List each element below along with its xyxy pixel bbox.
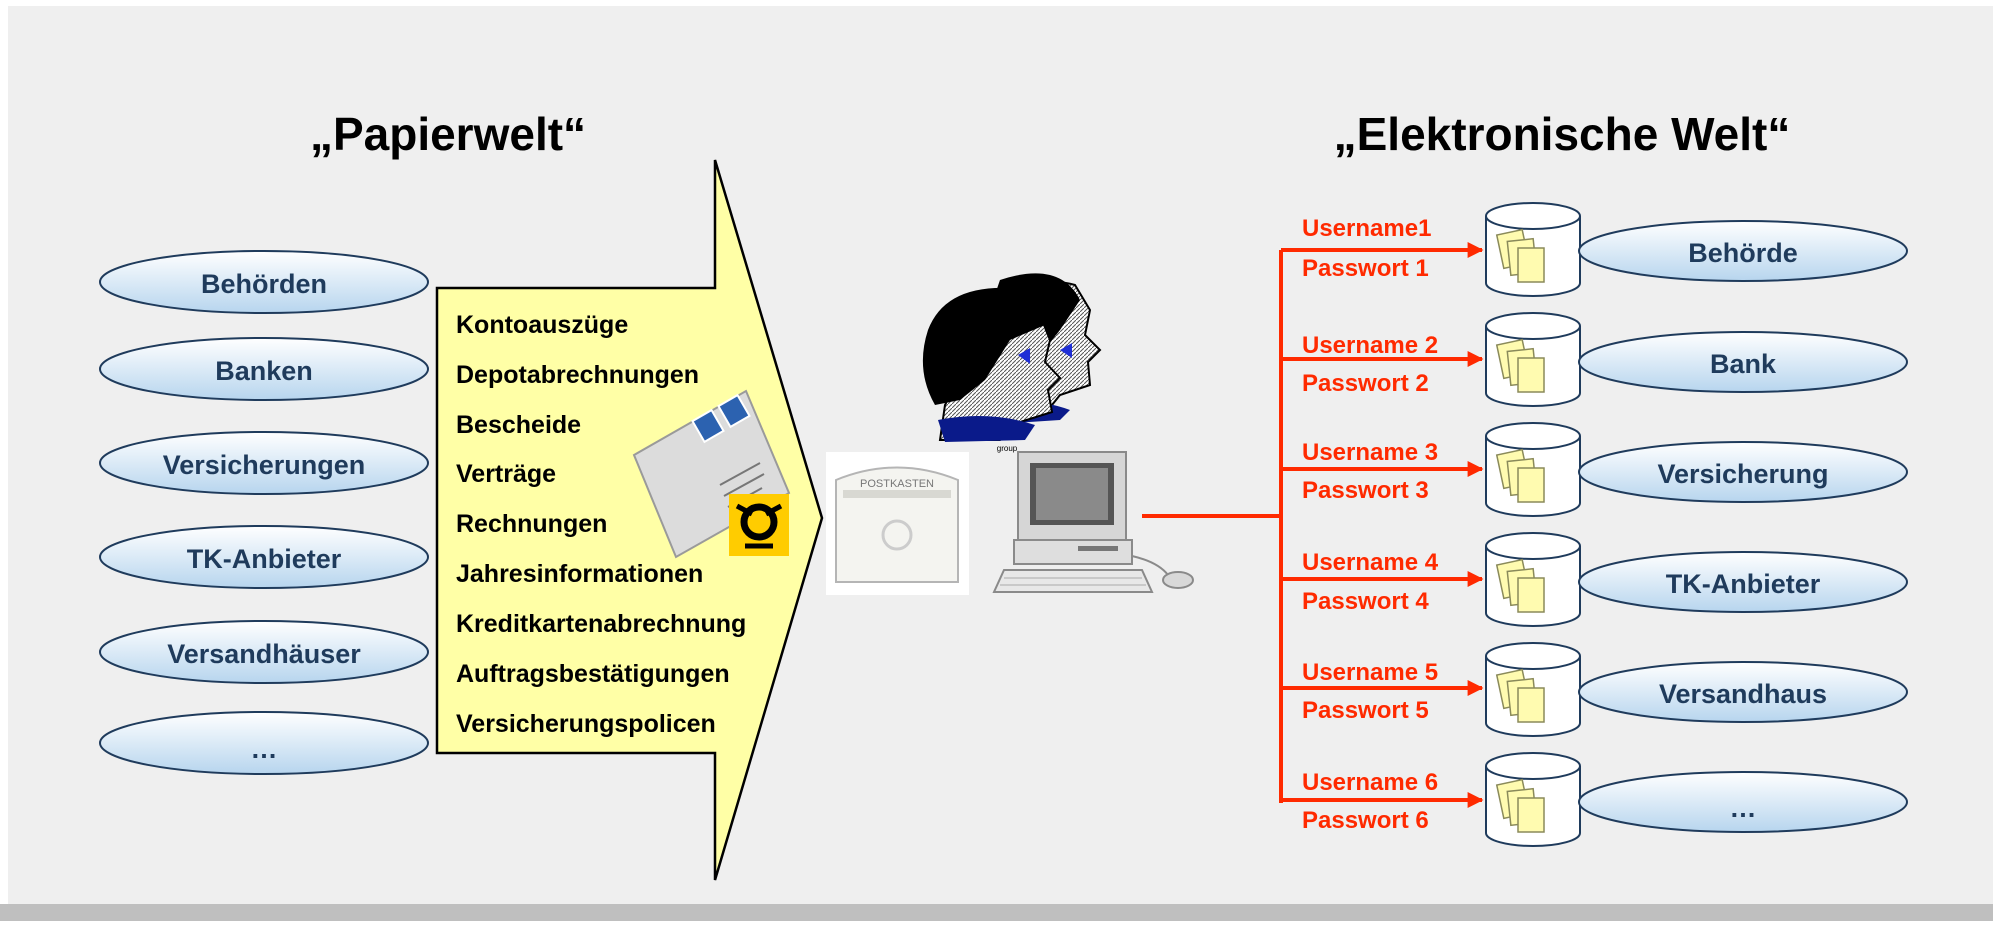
document-item: Depotabrechnungen — [456, 361, 699, 389]
document-list: Kontoauszüge Depotabrechnungen Bescheide… — [456, 311, 746, 738]
post-horn-logo — [729, 494, 789, 556]
account-row: Username 2 Passwort 2 Bank — [1302, 312, 1908, 407]
account-connectors — [1142, 242, 1484, 808]
username-label: Username 4 — [1302, 549, 1439, 576]
database-icon — [1485, 422, 1581, 517]
account-row: Username 5 Passwort 5 Versandhaus — [1302, 642, 1908, 737]
database-icon — [1485, 312, 1581, 407]
document-item: Auftragsbestätigungen — [456, 660, 730, 688]
mailbox-label: POSTKASTEN — [860, 478, 934, 490]
institution-label: Behörde — [1688, 238, 1798, 268]
password-label: Passwort 4 — [1302, 588, 1429, 615]
sender-label: Behörden — [201, 269, 327, 299]
password-label: Passwort 1 — [1302, 255, 1429, 282]
document-item: Bescheide — [456, 411, 581, 439]
username-label: Username1 — [1302, 215, 1431, 242]
username-label: Username 2 — [1302, 332, 1438, 359]
account-row: Username 4 Passwort 4 TK-Anbieter — [1302, 532, 1908, 627]
password-label: Passwort 3 — [1302, 477, 1429, 504]
institution-ellipse: Versicherung — [1578, 441, 1908, 503]
institution-label: … — [1730, 793, 1757, 823]
account-row: Username 3 Passwort 3 Versicherung — [1302, 422, 1908, 517]
database-icon — [1485, 202, 1581, 297]
account-rows: Username1 Passwort 1 Behörde Username 2 … — [1302, 202, 1908, 847]
document-item: Versicherungspolicen — [456, 710, 716, 738]
sender-ellipse: Behörden — [99, 250, 429, 314]
document-flow-arrow — [435, 159, 824, 881]
sender-ellipse: Versandhäuser — [99, 620, 429, 684]
database-icon — [1485, 532, 1581, 627]
institution-label: Bank — [1710, 349, 1777, 379]
sender-list: Behörden Banken Versicherungen TK-Anbiet… — [99, 250, 429, 775]
sender-label: Banken — [215, 356, 313, 386]
sender-ellipse: Versicherungen — [99, 431, 429, 495]
password-label: Passwort 6 — [1302, 807, 1429, 834]
institution-ellipse: Bank — [1578, 331, 1908, 393]
computer-icon — [992, 451, 1194, 593]
account-row: Username 6 Passwort 6 … — [1302, 752, 1908, 847]
sender-ellipse: TK-Anbieter — [99, 525, 429, 589]
footer-bar — [0, 904, 1993, 921]
institution-ellipse: TK-Anbieter — [1578, 551, 1908, 613]
sender-label: Versandhäuser — [167, 639, 361, 669]
institution-ellipse: Versandhaus — [1578, 661, 1908, 723]
username-label: Username 6 — [1302, 769, 1438, 796]
username-label: Username 5 — [1302, 659, 1438, 686]
database-icon — [1485, 642, 1581, 737]
document-item: Verträge — [456, 460, 556, 488]
password-label: Passwort 2 — [1302, 370, 1429, 397]
sender-label: TK-Anbieter — [187, 544, 342, 574]
title-electronic-world: „Elektronische Welt“ — [1334, 108, 1791, 160]
document-item: Kontoauszüge — [456, 311, 628, 339]
institution-label: Versicherung — [1657, 459, 1828, 489]
envelope-icon — [632, 389, 791, 559]
document-item: Kreditkartenabrechnung — [456, 610, 746, 638]
username-label: Username 3 — [1302, 439, 1438, 466]
password-label: Passwort 5 — [1302, 697, 1429, 724]
user-group-icon: group — [922, 273, 1102, 453]
sender-ellipse: Banken — [99, 337, 429, 401]
mailbox-icon: POSTKASTEN — [826, 452, 969, 595]
document-item: Rechnungen — [456, 510, 607, 538]
group-caption: group — [997, 444, 1018, 453]
account-row: Username1 Passwort 1 Behörde — [1302, 202, 1908, 297]
sender-label: … — [251, 734, 278, 764]
institution-label: Versandhaus — [1659, 679, 1827, 709]
document-item: Jahresinformationen — [456, 560, 703, 588]
sender-label: Versicherungen — [163, 450, 366, 480]
institution-ellipse: Behörde — [1578, 220, 1908, 282]
database-icon — [1485, 752, 1581, 847]
sender-ellipse: … — [99, 711, 429, 775]
title-paper-world: „Papierwelt“ — [310, 108, 586, 160]
institution-label: TK-Anbieter — [1666, 569, 1821, 599]
institution-ellipse: … — [1578, 771, 1908, 833]
